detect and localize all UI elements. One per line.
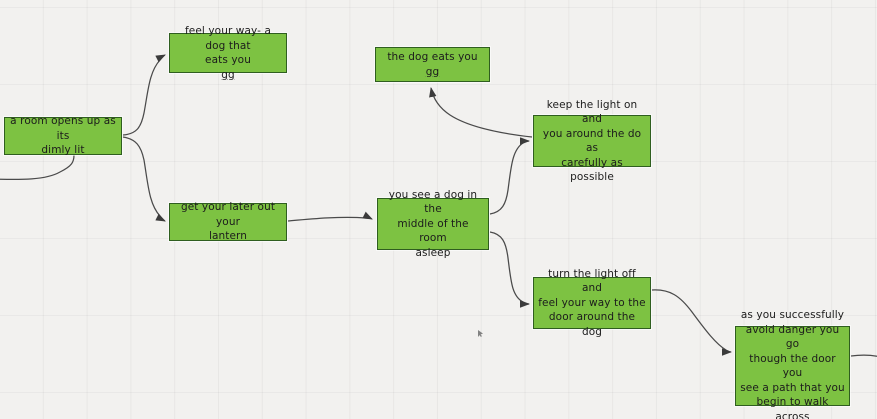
- edge-see-dog-to-light-off: [489, 231, 531, 308]
- edge-light-off-to-success: [651, 289, 733, 356]
- edge-see-dog-to-light-on: [489, 137, 531, 215]
- edge-room-to-feel-way: [122, 54, 166, 136]
- node-dog-eats[interactable]: the dog eats you gg: [375, 47, 490, 82]
- edge-light-on-to-dog-eats: [429, 87, 533, 138]
- mouse-cursor: [478, 330, 483, 337]
- edge-room-to-lantern: [122, 136, 166, 222]
- edge-lantern-to-see-dog: [287, 211, 373, 222]
- node-dog-eats-label: the dog eats you gg: [387, 51, 478, 78]
- edge-success-to-offscreen: [850, 354, 877, 357]
- edge-offscreen-to-room: [0, 154, 75, 181]
